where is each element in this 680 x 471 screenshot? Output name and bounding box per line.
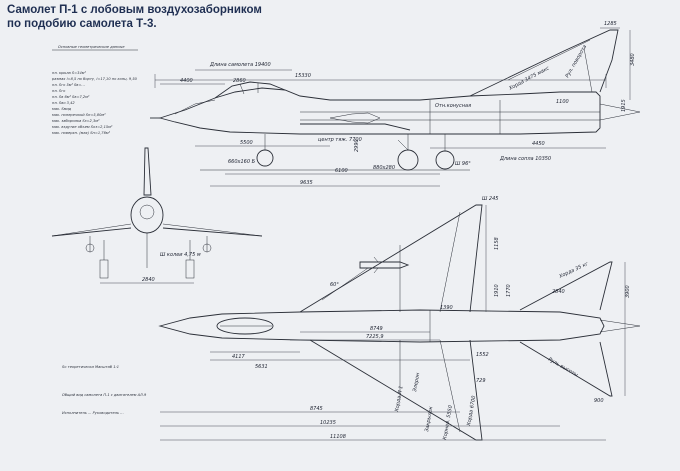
dim-side-a1: 5500 [240, 140, 253, 146]
note-line-4: пл. Sв 6м² Sв=7,2м² [52, 95, 90, 99]
dim-plan-3900: 3900 [625, 285, 631, 298]
dim-plan-1390: 1390 [440, 305, 453, 311]
dim-plan-8749: 8749 [370, 326, 383, 332]
dim-side-4400: 4400 [180, 78, 193, 84]
footnote-3: Исполнитель ... Руководитель ... [62, 411, 124, 415]
title-line-2: по подобию самолета Т-3. [7, 18, 157, 30]
note-line-1: размах l=8,5 по борту, l=17,10 по конц. … [51, 77, 138, 81]
dim-plan-1770: 1770 [506, 284, 512, 297]
dim-side-total: 15330 [295, 73, 311, 79]
dim-plan-1910: 1910 [494, 284, 500, 297]
dim-plan-8745: 8745 [310, 406, 323, 412]
dim-side-gear1: 660x160 Б [228, 159, 256, 165]
dim-plan-4117: 4117 [232, 354, 246, 360]
plan-wing-label-4: Хорда 6700 [466, 395, 477, 427]
dim-side-engine: Отн.конусная [435, 103, 471, 109]
dim-side-gear3: Ш 96° [455, 161, 471, 167]
dim-side-gear2: 880x280 [373, 165, 395, 171]
footnote-1: Sо теоретически Масштаб 1:1 [62, 365, 119, 369]
plan-wing-label-5: Корнев. 5550 [442, 405, 454, 440]
plan-view: Ш 245 1158 1910 1770 3900 2840 Хорда 35 … [158, 196, 641, 441]
dim-side-2860: 2860 [233, 78, 246, 84]
title-line-1: Самолет П-1 с лобовым воздухозаборником [7, 4, 262, 16]
dim-plan-60: 60° [330, 282, 339, 288]
dim-plan-5631: 5631 [255, 364, 268, 370]
dim-side-ctr: центр тяж. 7700 [318, 137, 362, 143]
geometry-notes: Основные геометрические данные пл. крыла… [51, 45, 138, 135]
dim-plan-729: 729 [476, 378, 486, 384]
page-title: Самолет П-1 с лобовым воздухозаборником … [7, 3, 262, 31]
dim-plan-7225: 7225,9 [366, 334, 384, 340]
dim-side-nozzle: Длина сопла 10350 [499, 156, 551, 162]
note-line-7: мах. поперечный Sп=5,80м² [52, 113, 106, 117]
dim-side-a2: 6100 [335, 168, 348, 174]
plan-rudder-label: Руль высоты [547, 357, 579, 379]
note-line-9: мах. вздутие объем Sоз=2,15м² [52, 125, 113, 129]
dim-plan-11108: 11108 [330, 434, 346, 440]
dim-plan-1552: 1552 [476, 352, 489, 358]
dim-side-1915: 1915 [621, 99, 627, 112]
dim-plan-1158: 1158 [494, 237, 500, 250]
footnote-2: Общий вид самолета П-1 с двигателем АЛ-9 [62, 393, 147, 397]
note-line-6: мах. Sмид [52, 107, 72, 111]
dim-side-2990: 2990 [354, 139, 360, 152]
dim-plan-900: 900 [594, 398, 604, 404]
side-view: 15330 Длина самолета 19400 4400 2860 550… [150, 21, 641, 187]
dim-plan-2840: 2840 [552, 289, 565, 295]
dim-plan-10235: 10235 [320, 420, 336, 426]
dim-side-fin-top: 1285 [604, 21, 617, 27]
dim-side-sweep: Хорда 3475 макс [507, 65, 550, 92]
note-line-3: пл. Sго [52, 89, 66, 93]
note-line-10: мах. поверхн. (мах) Sп=1,76м² [52, 131, 111, 135]
dim-front-2840: 2840 [142, 277, 155, 283]
plan-wing-label-3: Закрылок [424, 406, 434, 432]
dim-plan-stab: Хорда 35 кг [557, 261, 589, 280]
dim-side-9635: 9635 [300, 180, 313, 186]
dim-side-length: Длина самолета 19400 [209, 62, 271, 68]
note-line-8: мах. заборника Sз=2,3м² [52, 119, 100, 123]
dim-side-fin-h: 3480 [630, 53, 636, 66]
dim-front-wheel: Ш колеи 4,75 м [160, 252, 201, 258]
dim-side-1100: 1100 [556, 99, 569, 105]
front-view: Ш колеи 4,75 м 2840 [51, 147, 263, 284]
footnotes: Sо теоретически Масштаб 1:1 Общий вид са… [62, 365, 147, 415]
note-line-0: пл. крыла S=34м² [52, 71, 86, 75]
dim-plan-245: Ш 245 [482, 196, 498, 202]
plan-wing-label-2: Элерон [412, 372, 422, 394]
notes-header: Основные геометрические данные [58, 45, 125, 49]
dim-side-4450: 4450 [532, 141, 545, 147]
plan-wing-label-1: Хорда Л 1 [394, 385, 405, 413]
note-line-2: пл. Sго 5м² Sв=... [52, 83, 85, 87]
note-line-5: пл. Sво 3,42 [52, 101, 75, 105]
